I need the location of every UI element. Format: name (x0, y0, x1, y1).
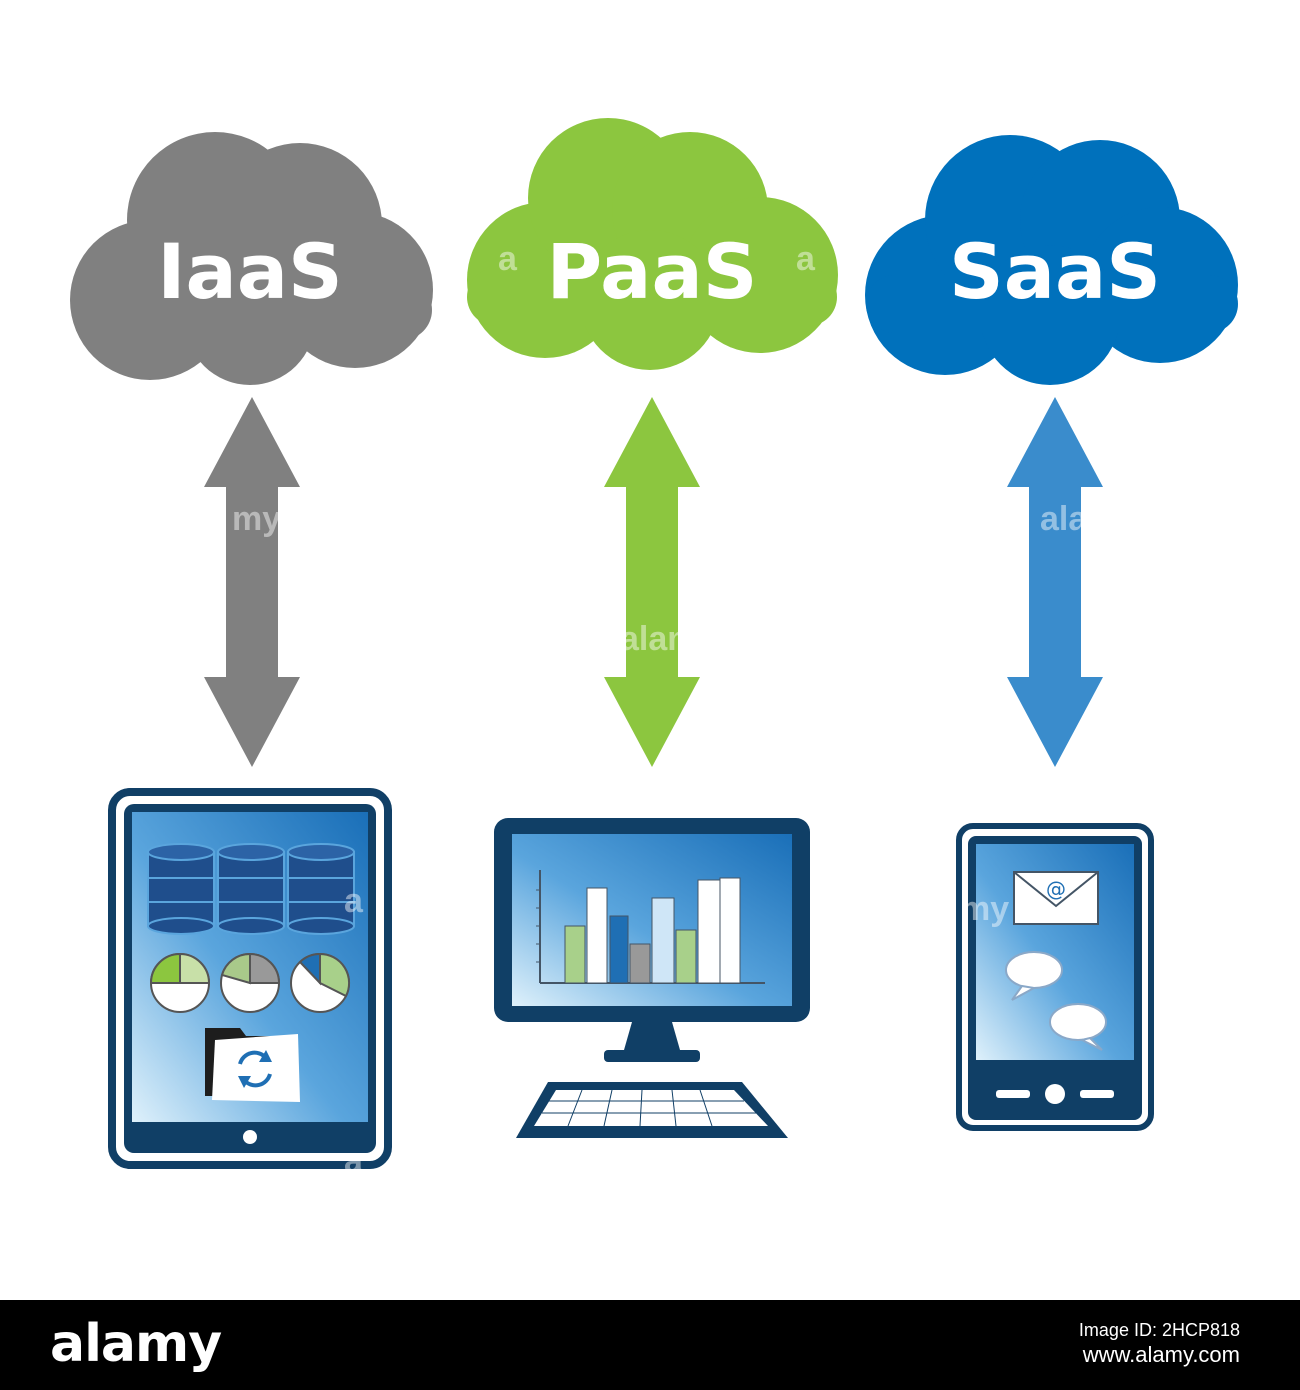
iaas-label: IaaS (157, 227, 343, 316)
svg-text:my: my (960, 890, 1009, 928)
phone-buttons (996, 1084, 1114, 1104)
desktop-device (494, 818, 810, 1138)
image-id-label: Image ID: 2HCP818 (1078, 1320, 1240, 1340)
svg-text:a: a (498, 240, 518, 278)
site-url: www.alamy.com (1082, 1341, 1240, 1367)
svg-text:alamy: alamy (620, 620, 716, 658)
keyboard-icon (516, 1082, 788, 1138)
svg-text:a: a (344, 1142, 364, 1180)
image-id-block: Image ID: 2HCP818 www.alamy.com (1079, 1320, 1240, 1368)
cloud-service-diagram: IaaS PaaS SaaS (70, 118, 1238, 1180)
pie-chart-icon (149, 952, 351, 1013)
saas-label: SaaS (949, 227, 1161, 316)
svg-text:my: my (232, 500, 281, 538)
iaas-arrow (204, 397, 300, 767)
brand-logo: alamy (50, 1314, 222, 1374)
email-icon: @ (1013, 871, 1099, 925)
email-at-symbol: @ (1046, 877, 1066, 901)
chat-bubble-icon (1005, 951, 1107, 1051)
svg-text:ala: ala (1040, 500, 1088, 538)
svg-text:a: a (344, 882, 364, 920)
paas-cloud: PaaS (467, 118, 838, 370)
paas-arrow (604, 397, 700, 767)
iaas-cloud: IaaS (70, 132, 433, 385)
svg-text:a: a (796, 240, 816, 278)
saas-arrow (1007, 397, 1103, 767)
phone-device: @ (956, 823, 1154, 1131)
saas-cloud: SaaS (865, 135, 1238, 385)
database-icon (147, 843, 355, 935)
paas-label: PaaS (547, 227, 758, 316)
bar-chart-icon (536, 870, 765, 984)
tablet-device (108, 788, 392, 1169)
footer-bar: alamy Image ID: 2HCP818 www.alamy.com (0, 1300, 1300, 1390)
folder-sync-icon (205, 1028, 300, 1102)
watermark: a a my alamy ala my a a (232, 240, 1088, 1180)
